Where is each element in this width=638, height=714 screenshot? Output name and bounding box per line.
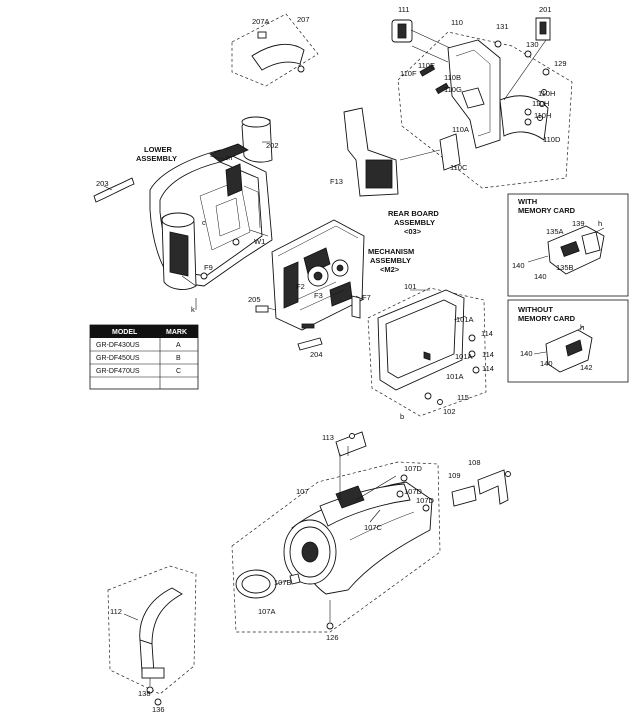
callout-129: 129 (554, 59, 567, 68)
mark-cell: B (176, 355, 181, 362)
callout-F7: F7 (362, 293, 371, 302)
group-101-frame: 101 101A 101A 101A 114 114 114 115 102 b (367, 282, 494, 421)
rear-board-title-2: ASSEMBLY (394, 218, 435, 227)
callout-135A: 135A (546, 227, 564, 236)
rear-board-title-1: REAR BOARD (388, 209, 439, 218)
group-110-bracket: 111 110 131 201 130 129 110F 110E 110B 1… (330, 5, 573, 197)
mechanism-title-2: ASSEMBLY (370, 256, 411, 265)
model-cell: GR-DF470US (96, 368, 140, 375)
callout-140-3: 140 (520, 349, 533, 358)
callout-110C: 110C (450, 163, 468, 172)
callout-115: 115 (457, 393, 469, 402)
callout-107: 107 (296, 487, 309, 496)
callout-126: 126 (326, 633, 339, 642)
model-cell: GR-DF450US (96, 355, 140, 362)
callout-140-4: 140 (540, 359, 553, 368)
callout-101A-3: 101A (446, 372, 464, 381)
rear-board-title-3: <03> (404, 227, 422, 236)
mark-cell: C (176, 368, 181, 375)
callout-135B: 135B (556, 263, 574, 272)
callout-107B: 107B (274, 578, 292, 587)
callout-F9: F9 (204, 263, 213, 272)
callout-110H-2: 110H (532, 99, 549, 108)
callout-110G: 110G (444, 85, 462, 94)
callout-204: 204 (310, 350, 323, 359)
callout-111: 111 (398, 5, 409, 14)
callout-109: 109 (448, 471, 461, 480)
group-112-strap: 112 138 136 (107, 565, 197, 714)
callout-F2: F2 (296, 282, 305, 291)
callout-b: b (400, 412, 404, 421)
mechanism-title-1: MECHANISM (368, 247, 414, 256)
model-table: MODEL MARK GR-DF430US A GR-DF450US B GR-… (89, 324, 199, 390)
callout-205: 205 (248, 295, 261, 304)
lower-assembly-title-2: ASSEMBLY (136, 154, 177, 163)
callout-m: m (226, 153, 232, 162)
rear-board-label: REAR BOARD ASSEMBLY <03> (388, 209, 439, 236)
callout-107D-1: 107D (404, 464, 423, 473)
callout-c-mech: c (202, 218, 206, 227)
callout-101: 101 (404, 282, 417, 291)
group-107-housing: 113 107D 107D 107D 109 108 107 107C 107B… (231, 431, 511, 642)
callout-107D-3: 107D (416, 496, 435, 505)
callout-k: k (191, 305, 195, 314)
callout-W1: W1 (254, 237, 265, 246)
callout-110D: 110D (543, 135, 561, 144)
with-memory-title-2: MEMORY CARD (518, 206, 576, 215)
callout-F3: F3 (314, 291, 323, 300)
callout-110: 110 (451, 18, 463, 27)
callout-130: 130 (526, 40, 539, 49)
callout-140-2: 140 (534, 272, 547, 281)
callout-110E: 110E (418, 61, 435, 70)
callout-110H-3: 110H (534, 111, 551, 120)
callout-139: 139 (572, 219, 585, 228)
model-header: MODEL (112, 329, 138, 336)
callout-113: 113 (322, 433, 334, 442)
callout-203: 203 (96, 179, 109, 188)
callout-107A: 107A (258, 607, 276, 616)
callout-101A-2: 101A (455, 352, 473, 361)
callout-110F: 110F (400, 69, 417, 78)
callout-107C: 107C (364, 523, 383, 532)
without-memory-title-2: MEMORY CARD (518, 314, 576, 323)
callout-207: 207 (297, 15, 310, 24)
callout-112: 112 (110, 607, 122, 616)
callout-202: 202 (266, 141, 279, 150)
with-memory-title-1: WITH (518, 197, 537, 206)
callout-107D-2: 107D (404, 487, 423, 496)
callout-114-2: 114 (482, 350, 494, 359)
callout-114-3: 114 (482, 364, 494, 373)
callout-136: 136 (152, 705, 165, 714)
callout-142: 142 (580, 363, 593, 372)
callout-140-1: 140 (512, 261, 525, 270)
callout-207A: 207A (252, 17, 270, 26)
mark-cell: A (176, 342, 181, 349)
mechanism-title-3: <M2> (380, 265, 400, 274)
with-memory-card-inset: WITH MEMORY CARD 139 135A h 140 135B 140 (507, 193, 629, 297)
callout-201: 201 (539, 5, 552, 14)
callout-F13: F13 (330, 177, 343, 186)
callout-h-1: h (598, 219, 602, 228)
callout-110B: 110B (444, 73, 461, 82)
lower-assembly-title-1: LOWER (144, 145, 172, 154)
callout-102: 102 (443, 407, 456, 416)
mechanism-assembly: MECHANISM ASSEMBLY <M2> c F2 F3 F7 205 2… (202, 218, 414, 359)
callout-110A: 110A (452, 125, 469, 134)
callout-h-2: h (580, 323, 584, 332)
model-cell: GR-DF430US (96, 342, 140, 349)
callout-101A-1: 101A (456, 315, 474, 324)
lower-assembly: LOWER ASSEMBLY 202 203 m W1 F9 k (93, 116, 279, 314)
without-memory-title-1: WITHOUT (518, 305, 553, 314)
mark-header: MARK (166, 329, 187, 336)
group-207: 207A 207 (231, 13, 319, 87)
callout-108: 108 (468, 458, 481, 467)
callout-114-1: 114 (481, 329, 493, 338)
callout-138: 138 (138, 689, 151, 698)
callout-131: 131 (496, 22, 509, 31)
without-memory-card-inset: WITHOUT MEMORY CARD h 140 140 142 (507, 299, 629, 383)
callout-110H-1: 110H (538, 89, 555, 98)
